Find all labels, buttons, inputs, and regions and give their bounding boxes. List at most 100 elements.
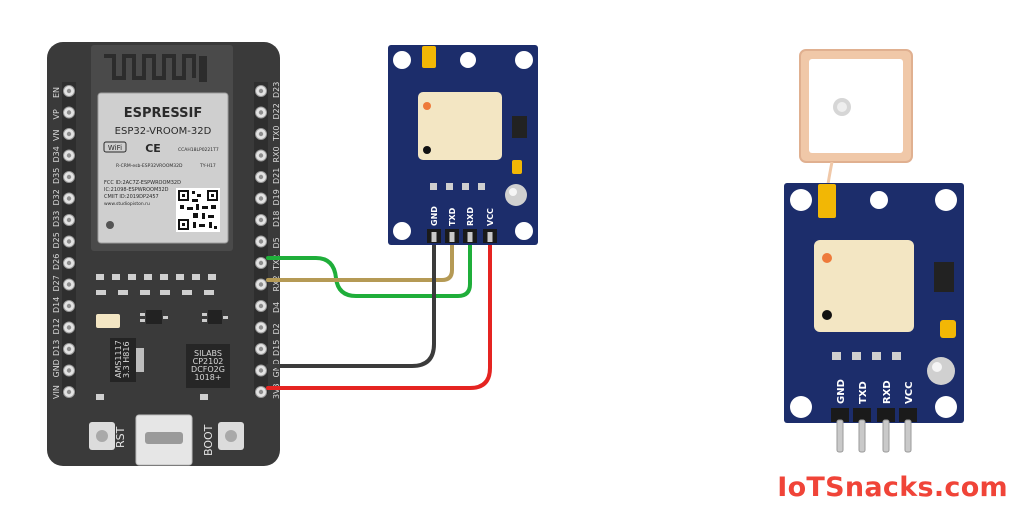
voltage-regulator: AMS1117 3.3 H816 (110, 338, 144, 382)
esp32-pin-label-left-d26: D26 (52, 254, 61, 270)
pin-hole (66, 325, 72, 330)
pin-hole (66, 303, 72, 309)
pin-hole (258, 131, 264, 137)
gps-small-pin-label-gnd: GND (430, 206, 439, 226)
usb-port (135, 414, 193, 466)
esp32-pin-label-left-d34: D34 (52, 146, 61, 162)
wire-gnd-to-gnd (266, 242, 436, 368)
pin-contact (487, 232, 493, 242)
pin-hole (258, 260, 264, 266)
pin-hole (66, 131, 72, 137)
module-url: www.studiopiston.ru (104, 201, 150, 207)
esp32-pin-label-left-d12: D12 (52, 318, 61, 334)
gps-large-pin-txd (853, 408, 871, 422)
pin-hole (66, 346, 72, 352)
ce-mark: CE (145, 142, 161, 155)
gps-large-header (831, 408, 917, 453)
gps-small-pin-label-vcc: VCC (486, 208, 495, 226)
cert-code-3: TY-H17 (199, 163, 216, 169)
wire-3v3-to-vcc (266, 242, 492, 390)
gps-small-pin-labels: GND TXD RXD VCC (430, 206, 495, 226)
esp32-pin-label-left-vn: VN (52, 130, 61, 141)
pin-hole (258, 110, 264, 115)
esp32-pin-label-left-d25: D25 (52, 232, 61, 248)
usb-uart-chip: SILABS CP2102 DCFO2G 1018+ (186, 344, 230, 388)
esp32-board: ESPRESSIF ESP32-VROOM-32D WiFi CE CCAH18… (47, 42, 281, 466)
pin-hole (258, 217, 264, 223)
esp32-pin-label-left-vp: VP (52, 109, 61, 119)
esp32-pin-label-right-tx2: TX2 (272, 255, 281, 271)
pin-hole (258, 153, 264, 158)
pin-hole (66, 110, 72, 115)
esp32-pin-label-right-rx0: RX0 (272, 146, 281, 162)
gps-large-pin-leg-vcc (904, 419, 912, 453)
usb-chip-line-4: 1018+ (194, 373, 221, 382)
esp32-pin-label-right-d23: D23 (272, 82, 281, 98)
pin-hole (66, 282, 72, 287)
esp32-pin-label-right-d15: D15 (272, 340, 281, 356)
usb-chip-line-1: SILABS (194, 349, 222, 358)
pin-hole (258, 196, 264, 201)
cert-code-1: CCAH18LP0221T7 (178, 147, 219, 153)
usb-chip-line-2: CP2102 (193, 357, 224, 366)
pin-hole (258, 282, 264, 287)
gps-module-small: GND TXD RXD VCC (388, 45, 538, 245)
pin-contact (431, 232, 437, 242)
cert-code-2: R-CRM-esb-ESP32VROOM32D (116, 163, 183, 169)
esp32-pin-label-left-d32: D32 (52, 189, 61, 205)
pin-hole (258, 368, 264, 373)
pin-contact (467, 232, 473, 242)
reset-label: RST (114, 426, 127, 448)
boot-button[interactable] (218, 422, 244, 450)
gps-large-pin-leg-rxd (882, 419, 890, 453)
esp32-model: ESP32-VROOM-32D (115, 126, 212, 137)
gps-small-pin-label-rxd: RXD (466, 207, 475, 226)
smd-components (96, 274, 228, 400)
gps-large-pin-gnd (831, 408, 849, 422)
gps-large-pin-label-txd: TXD (858, 381, 869, 404)
gps-large-pin-vcc (899, 408, 917, 422)
esp32-pin-label-right-d4: D4 (272, 302, 281, 313)
wire-rx2-to-txd (266, 242, 454, 282)
pin-hole (66, 389, 72, 395)
pin-hole (66, 368, 72, 373)
pin-hole (258, 174, 264, 180)
pin-hole (66, 196, 72, 201)
boot-label: BOOT (202, 424, 215, 456)
pin-hole (66, 88, 72, 94)
pin-hole (66, 217, 72, 223)
esp32-pin-label-left-d13: D13 (52, 340, 61, 356)
esp32-pin-label-left-d14: D14 (52, 297, 61, 313)
esp32-pin-label-left-d27: D27 (52, 275, 61, 291)
ic-id: IC:21098-ESPWROOM32D (104, 187, 169, 193)
esp32-left-header: ENVPVND34D35D32D33D25D26D27D14D12D13GNDV… (52, 85, 75, 399)
gps-large-pin-rxd (877, 408, 895, 422)
pin-hole (66, 239, 72, 244)
gps-small-header (427, 229, 497, 243)
pin-hole (66, 260, 72, 266)
esp32-pin-label-right-rx2: RX2 (272, 275, 281, 291)
fcc-id: FCC ID:2AC7Z-ESPWROOM32D (104, 180, 181, 186)
pin-hole (258, 303, 264, 309)
regulator-label-1: AMS1117 (114, 340, 123, 378)
esp32-pin-label-left-d35: D35 (52, 168, 61, 184)
regulator-label-2: 3.3 H816 (122, 341, 131, 378)
reset-button[interactable] (89, 422, 115, 450)
esp32-pin-label-right-d18: D18 (272, 211, 281, 227)
esp32-pin-label-right-tx0: TX0 (272, 126, 281, 142)
esp32-right-header: D23D22TX0RX0D21D19D18D5TX2RX2D4D2D15GND3… (255, 82, 281, 399)
gps-large-pin-label-vcc: VCC (904, 382, 915, 404)
esp32-pin-label-left-vin: VIN (52, 385, 61, 399)
esp32-pin-label-right-d21: D21 (272, 168, 281, 184)
pin-hole (258, 239, 264, 244)
esp32-pin-label-right-d19: D19 (272, 189, 281, 205)
cmiit-id: CMIIT ID:2019DP2457 (104, 194, 159, 200)
esp32-pin-label-left-gnd: GND (52, 359, 61, 377)
usb-chip-line-3: DCFO2G (191, 365, 225, 374)
gps-small-pin-label-txd: TXD (448, 207, 457, 226)
esp32-pin-label-right-gnd: GND (272, 359, 281, 377)
esp32-pin-label-right-d2: D2 (272, 323, 281, 334)
